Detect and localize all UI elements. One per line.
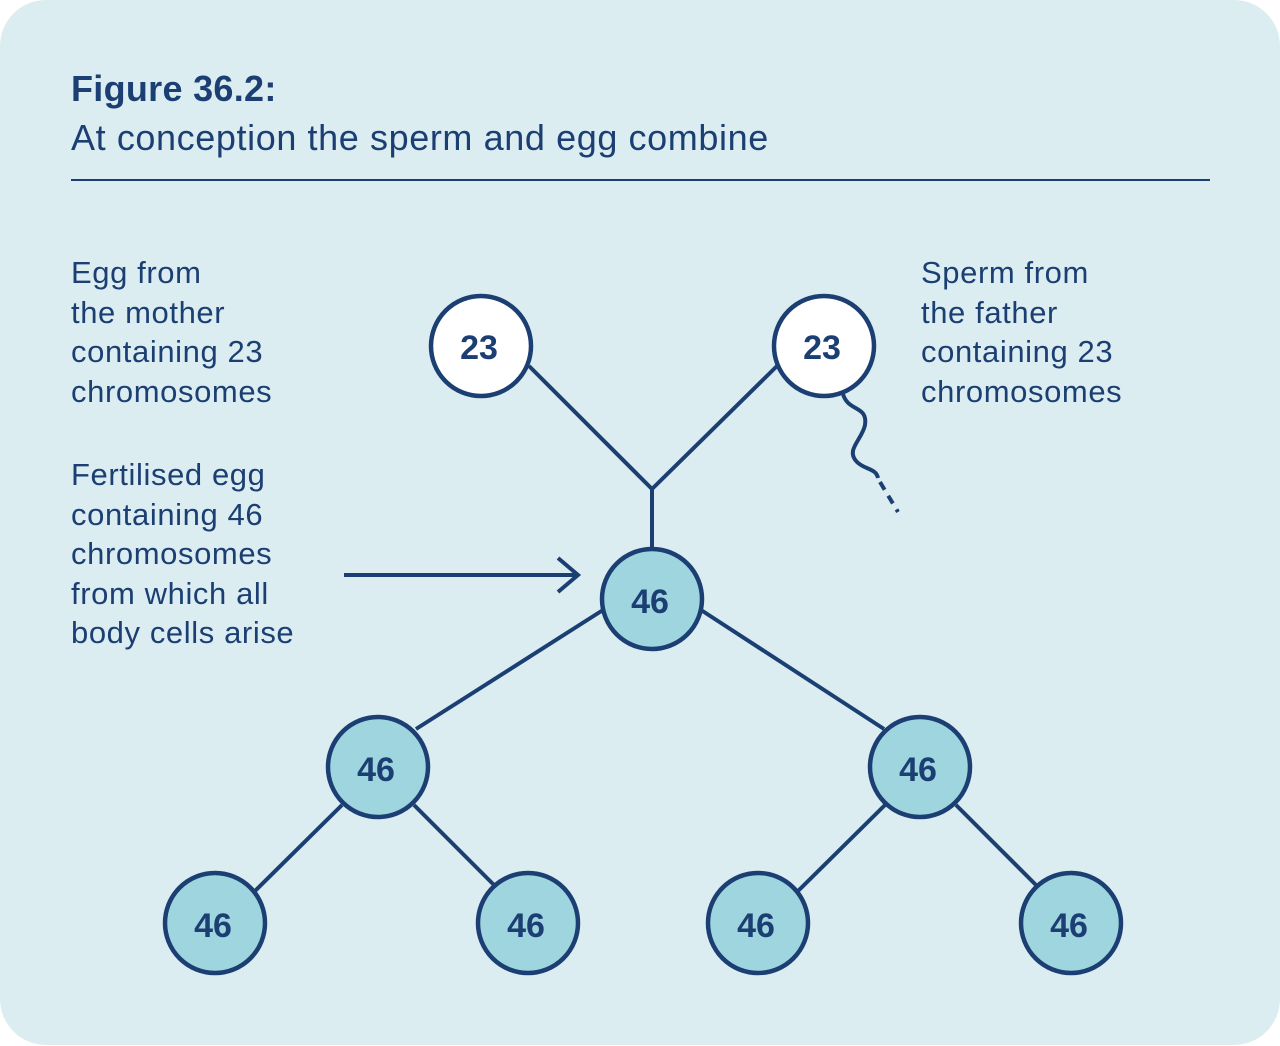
sperm-cell: 23 xyxy=(771,293,877,399)
svg-text:23: 23 xyxy=(460,329,498,367)
svg-text:46: 46 xyxy=(737,907,775,945)
sperm-tail xyxy=(841,393,880,479)
svg-text:46: 46 xyxy=(1050,907,1088,945)
cell-gen1-right: 46 xyxy=(867,714,973,820)
egg-connector xyxy=(527,364,655,492)
svg-text:23: 23 xyxy=(803,329,841,367)
figure-title: Figure 36.2: xyxy=(71,68,277,109)
cell-gen2-1: 46 xyxy=(162,870,268,976)
cell-gen2-2: 46 xyxy=(475,870,581,976)
svg-text:46: 46 xyxy=(194,907,232,945)
branch-ll xyxy=(253,803,344,893)
branch-lr xyxy=(412,803,496,887)
svg-text:46: 46 xyxy=(631,583,669,621)
arrow-head-icon xyxy=(556,556,582,594)
sperm-connector xyxy=(649,364,779,492)
svg-text:46: 46 xyxy=(507,907,545,945)
sperm-tail-dashes xyxy=(878,480,900,514)
zygote-cell: 46 xyxy=(599,546,705,652)
title-divider xyxy=(71,179,1210,181)
branch-left xyxy=(414,608,605,731)
branch-rl xyxy=(796,803,887,893)
branch-rr xyxy=(954,803,1038,887)
egg-cell: 23 xyxy=(428,293,534,399)
svg-text:46: 46 xyxy=(357,751,395,789)
cell-gen2-4: 46 xyxy=(1018,870,1124,976)
figure-subtitle: At conception the sperm and egg combine xyxy=(71,117,769,158)
branch-right xyxy=(699,608,886,731)
egg-label: Egg from the mother containing 23 chromo… xyxy=(71,255,273,409)
sperm-label: Sperm from the father containing 23 chro… xyxy=(921,255,1123,409)
cell-gen2-3: 46 xyxy=(705,870,811,976)
cell-gen1-left: 46 xyxy=(325,714,431,820)
svg-text:46: 46 xyxy=(899,751,937,789)
fertilised-egg-label: Fertilised egg containing 46 chromosomes… xyxy=(71,457,295,650)
